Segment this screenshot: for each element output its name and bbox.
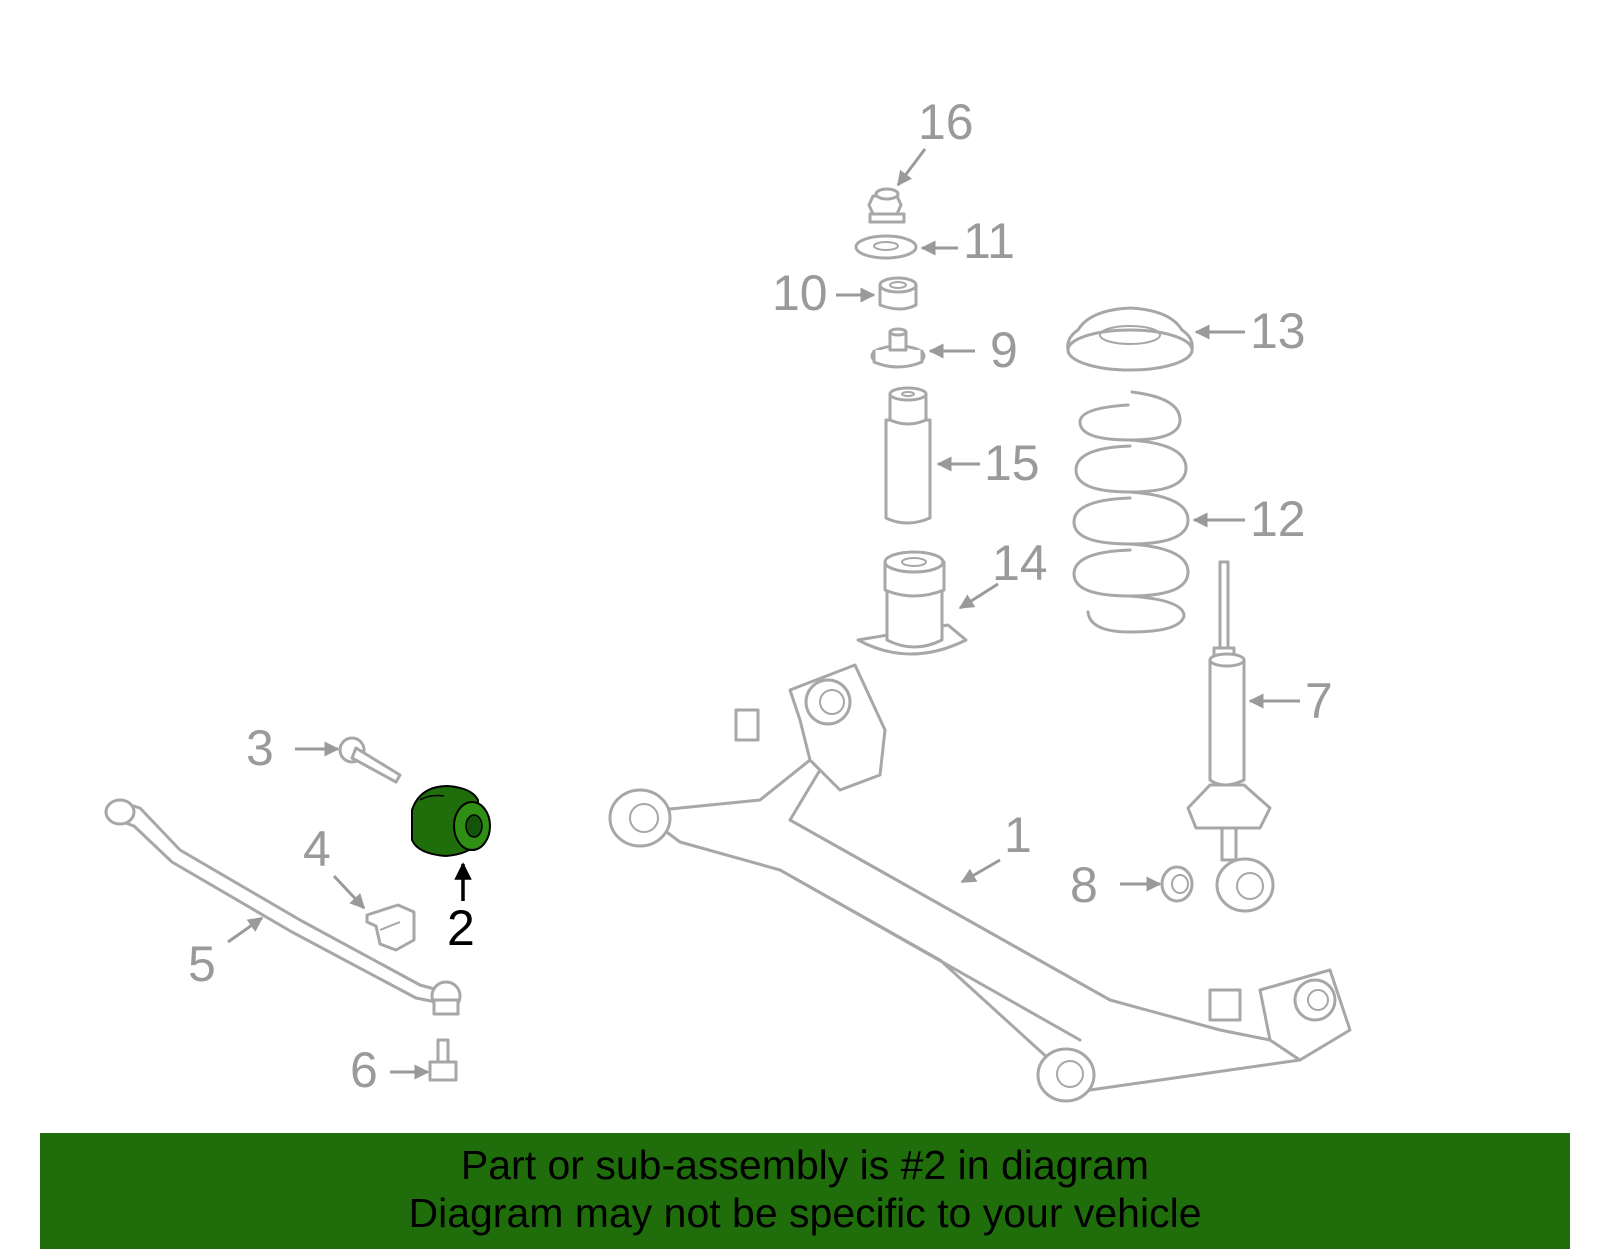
part-5-lateral-rod[interactable] (104, 798, 462, 1016)
arrow-1 (960, 858, 1001, 884)
label-13: 13 (1250, 303, 1306, 359)
label-12: 12 (1250, 491, 1306, 547)
part-12-coil-spring[interactable] (1072, 390, 1190, 634)
label-15: 15 (984, 435, 1040, 491)
label-10: 10 (772, 265, 828, 321)
part-13-insulator[interactable] (1066, 306, 1194, 372)
label-16: 16 (918, 94, 974, 150)
leader-arrows (227, 148, 1300, 1080)
label-6: 6 (350, 1042, 378, 1098)
label-11: 11 (963, 213, 1015, 269)
label-3: 3 (246, 720, 274, 776)
label-8: 8 (1070, 857, 1098, 913)
part-8-bushing[interactable] (1160, 865, 1194, 903)
part-15-bump-stop[interactable] (884, 386, 932, 525)
arrow-5 (227, 916, 264, 944)
label-1: 1 (1004, 807, 1032, 863)
part-11-washer[interactable] (854, 234, 918, 260)
label-7: 7 (1305, 673, 1333, 729)
label-2: 2 (447, 900, 475, 956)
label-14: 14 (992, 535, 1048, 591)
part-10-cushion[interactable] (878, 276, 918, 311)
part-4-bracket[interactable] (365, 903, 416, 952)
label-9: 9 (990, 322, 1018, 378)
part-7-shock-absorber[interactable] (1186, 560, 1275, 913)
part-9-support[interactable] (870, 327, 926, 369)
label-4: 4 (303, 821, 331, 877)
part-2-bushing-highlighted[interactable] (411, 784, 491, 858)
label-5: 5 (188, 936, 216, 992)
callout-labels: 16 11 10 9 15 14 13 12 7 8 1 3 4 5 6 2 (188, 94, 1333, 1098)
part-14-spring-seat[interactable] (856, 550, 968, 656)
banner-part-note: Part or sub-assembly is #2 in diagram (460, 1142, 1150, 1188)
arrow-16 (896, 148, 927, 187)
arrow-14 (958, 582, 999, 610)
part-6-bolt[interactable] (428, 1038, 458, 1082)
banner-disclaimer: Diagram may not be specific to your vehi… (408, 1190, 1202, 1236)
part-1-axle-beam[interactable] (608, 663, 1352, 1103)
part-16-nut[interactable] (867, 187, 906, 224)
part-3-bolt[interactable] (338, 736, 402, 784)
arrow-4 (332, 874, 366, 910)
info-banner: Part or sub-assembly is #2 in diagram Di… (40, 1133, 1570, 1249)
